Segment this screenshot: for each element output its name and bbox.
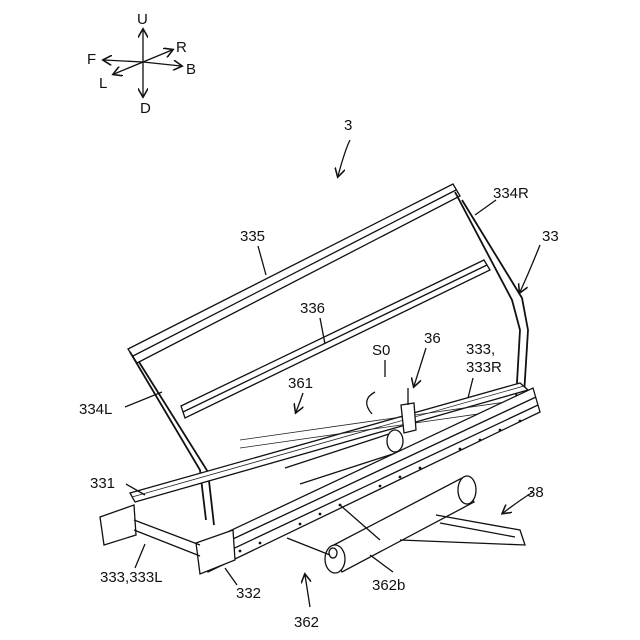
label-335: 335 — [240, 228, 265, 245]
compass-back-label: B — [186, 61, 196, 78]
compass-right-label: R — [176, 39, 187, 56]
reference-labels: 3 334R 33 335 336 36 S0 333, 333R 361 33… — [79, 117, 559, 631]
label-362b: 362b — [372, 577, 405, 594]
label-333R: 333R — [466, 359, 502, 376]
label-38: 38 — [527, 484, 544, 501]
label-333: 333, — [466, 341, 495, 358]
compass-front-label: F — [87, 51, 96, 68]
label-334L: 334L — [79, 401, 112, 418]
label-361: 361 — [288, 375, 313, 392]
compass-down-label: D — [140, 100, 151, 117]
compass-left-label: L — [99, 75, 107, 92]
label-33: 33 — [542, 228, 559, 245]
compass-up-label: U — [137, 11, 148, 28]
label-334R: 334R — [493, 185, 529, 202]
label-336: 336 — [300, 300, 325, 317]
label-s0: S0 — [372, 342, 390, 359]
direction-compass: U D F B L R — [87, 11, 196, 117]
label-3: 3 — [344, 117, 352, 134]
bracket-36 — [401, 388, 416, 433]
label-36: 36 — [424, 330, 441, 347]
label-332: 332 — [236, 585, 261, 602]
label-362: 362 — [294, 614, 319, 631]
label-333-333L: 333,333L — [100, 569, 163, 586]
label-331: 331 — [90, 475, 115, 492]
